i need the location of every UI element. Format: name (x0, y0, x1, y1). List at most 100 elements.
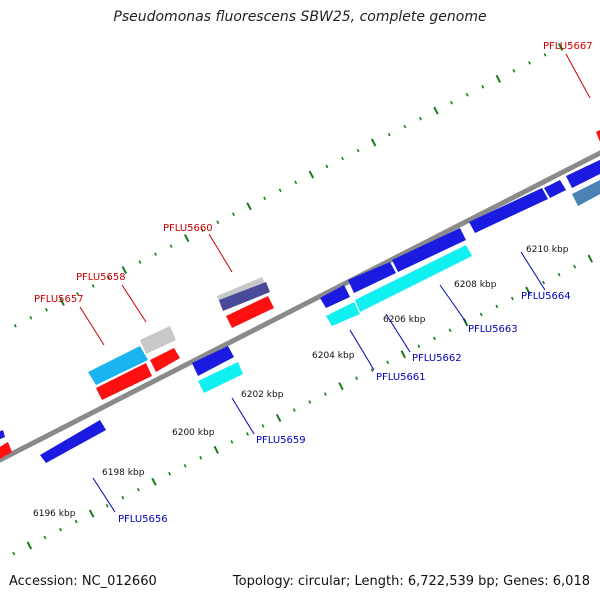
minor-tick (59, 527, 62, 532)
gene-arrow-pflu5659-cyan[interactable] (198, 362, 243, 393)
gene-label-pflu5664[interactable]: PFLU5664 (521, 291, 571, 302)
gene-labels: PFLU5656 PFLU5657 PFLU5658 PFLU5659 PFLU… (34, 41, 593, 525)
minor-tick (154, 252, 158, 256)
label-leaders (79, 53, 591, 513)
major-tick (151, 477, 157, 486)
scale-label: 6206 kbp (383, 315, 426, 325)
genome-backbone (0, 150, 600, 463)
minor-tick (74, 519, 78, 524)
gene-arrow-pflu5660-navy[interactable] (219, 282, 270, 311)
minor-tick (448, 328, 452, 333)
minor-tick (387, 132, 391, 137)
minor-tick (418, 116, 422, 121)
scale-label: 6200 kbp (172, 428, 215, 438)
gene-arrow-pflu5656[interactable] (40, 420, 106, 463)
minor-tick (44, 308, 48, 312)
minor-tick (355, 376, 359, 380)
gene-arrow-pflu5661-blue[interactable] (320, 285, 350, 308)
minor-tick (432, 336, 436, 341)
gene-label-pflu5663[interactable]: PFLU5663 (468, 324, 518, 335)
minor-tick (403, 124, 407, 129)
scale-labels: 6196 kbp 6198 kbp 6200 kbp 6202 kbp 6204… (33, 245, 569, 519)
minor-tick (308, 400, 312, 404)
minor-tick (495, 304, 499, 309)
minor-tick (557, 272, 561, 277)
minor-tick (169, 244, 173, 248)
major-tick (400, 350, 406, 359)
gene-label-pflu5662[interactable]: PFLU5662 (412, 353, 462, 364)
gene-arrow-pflu5657-red[interactable] (96, 363, 152, 400)
major-tick (213, 445, 219, 454)
gene-arrow-right-steel[interactable] (572, 178, 600, 206)
minor-tick (199, 456, 203, 460)
gene-label-pflu5660[interactable]: PFLU5660 (163, 223, 213, 234)
minor-tick (13, 324, 17, 328)
major-tick (587, 254, 593, 263)
gene-arrow-pflu5667-red[interactable] (596, 128, 600, 142)
minor-tick (528, 61, 531, 65)
gene-arrow-pflu5659-blue[interactable] (192, 346, 234, 376)
minor-tick (183, 464, 187, 468)
minor-tick (29, 316, 33, 320)
gene-label-pflu5661[interactable]: PFLU5661 (376, 372, 426, 383)
minor-tick (91, 284, 95, 288)
minor-tick (450, 100, 454, 105)
genome-summary: Topology: circular; Length: 6,722,539 bp… (232, 574, 590, 589)
scale-label: 6210 kbp (526, 245, 569, 255)
major-tick (88, 509, 95, 518)
gene-label-pflu5659[interactable]: PFLU5659 (256, 435, 306, 446)
accession-text: Accession: NC_012660 (9, 574, 157, 589)
minor-tick (542, 280, 546, 285)
major-tick (246, 202, 252, 211)
map-title: Pseudomonas fluorescens SBW25, complete … (113, 9, 487, 25)
minor-tick (76, 292, 80, 296)
minor-tick (278, 188, 282, 193)
gene-arrow-pflu5664-blue[interactable] (469, 188, 548, 233)
minor-tick (512, 69, 516, 73)
major-tick (275, 413, 282, 423)
minor-tick (105, 503, 109, 508)
major-tick (26, 541, 33, 550)
gene-arrow-pflu5661-cyan[interactable] (326, 302, 360, 326)
minor-tick (230, 440, 234, 444)
gene-arrow-pflu5662-blue[interactable] (348, 262, 396, 293)
minor-tick (356, 148, 360, 153)
major-tick (433, 106, 439, 115)
minor-tick (325, 164, 329, 169)
minor-tick (479, 312, 483, 317)
minor-tick (261, 424, 265, 428)
minor-tick (292, 408, 296, 412)
minor-tick (216, 220, 220, 224)
gene-arrow-pflu5657-cyan[interactable] (88, 346, 148, 385)
gene-arrow-pflu5662-cyan[interactable] (355, 245, 472, 312)
minor-tick (510, 296, 514, 301)
gene-label-pflu5658[interactable]: PFLU5658 (76, 272, 126, 283)
gene-track (0, 128, 600, 463)
minor-tick (231, 212, 235, 217)
gene-arrow-pflu5663-blue[interactable] (392, 228, 466, 272)
gene-label-pflu5656[interactable]: PFLU5656 (118, 514, 168, 525)
minor-tick (168, 471, 172, 476)
gene-arrow-left-edge-blue[interactable] (0, 430, 5, 440)
minor-tick (417, 344, 421, 349)
gene-label-pflu5657[interactable]: PFLU5657 (34, 294, 84, 305)
gene-arrow-right-blue-small[interactable] (544, 180, 566, 198)
minor-tick (573, 264, 577, 269)
minor-tick (107, 276, 111, 280)
gene-arrow-pflu5660-red[interactable] (226, 296, 274, 328)
minor-tick (12, 551, 16, 556)
minor-tick (386, 360, 390, 365)
minor-tick (341, 156, 344, 161)
minor-tick (370, 368, 374, 372)
minor-tick (294, 180, 298, 185)
minor-tick (136, 487, 140, 492)
minor-tick (246, 432, 249, 436)
gene-arrow-pflu5658-red[interactable] (150, 348, 180, 372)
minor-tick (481, 85, 485, 89)
gene-arrow-right-blue-large[interactable] (566, 158, 600, 188)
gene-arrow-pflu5658-grey[interactable] (140, 326, 176, 354)
gene-label-pflu5667[interactable]: PFLU5667 (543, 41, 593, 52)
minor-tick (465, 92, 469, 97)
gene-arrow-left-edge-red[interactable] (0, 442, 12, 460)
